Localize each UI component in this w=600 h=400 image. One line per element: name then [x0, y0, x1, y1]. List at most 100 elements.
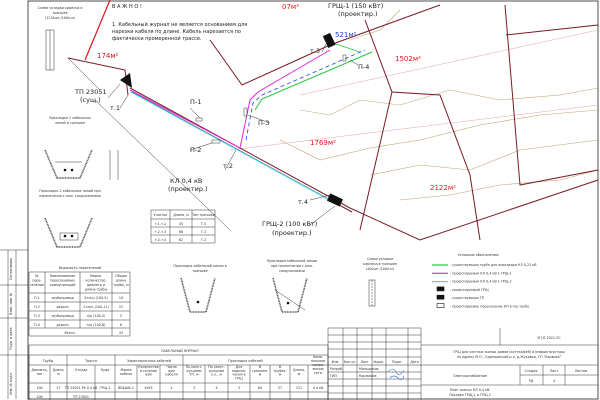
journal-column-header: напря-	[312, 363, 324, 367]
table-cell: 2×п/ц (100-5)	[84, 296, 108, 300]
journal-cell: 3	[238, 386, 240, 390]
rev-header: Подп.	[392, 360, 402, 364]
journal-cell: 27	[56, 386, 60, 390]
rev-header: Изм.	[332, 360, 340, 364]
table-header: трубы, м	[113, 283, 129, 287]
journal-column-header: Длина,	[293, 368, 305, 372]
journal-column-header: ТП, м	[188, 373, 199, 377]
table-header: длина	[116, 279, 127, 283]
grsh2-symbol	[326, 193, 344, 207]
crossing-label: П-4	[358, 63, 369, 71]
table-cell: П-4	[34, 323, 40, 327]
role-label: Разраб.	[330, 367, 343, 371]
point-label: т.1	[110, 104, 120, 112]
trench-sketches	[44, 29, 376, 313]
table-cell: п/ц (100-6)	[87, 323, 106, 327]
brick-scheme-caption: Схема укладки кирпича в	[38, 6, 83, 10]
legend-swatch	[436, 303, 445, 308]
legend-item: - проектируемый ГРЩ	[450, 288, 489, 292]
crossing-label: П-3	[258, 119, 269, 127]
point-label: т.2	[223, 162, 233, 170]
journal-cell: 3	[193, 386, 195, 390]
tp-symbol	[120, 73, 132, 88]
legend-swatch	[436, 294, 445, 300]
table-cell: 10	[119, 296, 123, 300]
brick-scheme-caption: (1234шт./100п.м)	[45, 16, 75, 20]
table-header: количество,	[86, 279, 107, 283]
journal-column-header: подклю-	[232, 369, 247, 373]
cable-route-grsh1	[129, 89, 241, 149]
trench-caption: сооружениями	[279, 269, 305, 273]
area-label: 521м²	[335, 31, 357, 39]
area-label: 174м²	[97, 52, 119, 60]
journal-column-header: В	[279, 365, 282, 369]
table-cell: 22	[119, 305, 123, 309]
legend-title: Условные обозначения:	[458, 253, 499, 257]
crossings-table: Ведомость пересечений№пере-сеченияНаимен…	[28, 266, 131, 337]
project-title: ГРЩ для частных жилых домов (коттеджей) …	[453, 350, 565, 354]
journal-group: Трубы	[42, 359, 54, 363]
table-cell: 5	[120, 314, 122, 318]
table-cell: П-1	[34, 296, 40, 300]
legend-swatch	[436, 286, 445, 292]
rev-header: Кол.уч.	[344, 360, 356, 364]
journal-column-header: рукциям	[187, 369, 202, 373]
table-header: Длина, м	[173, 213, 189, 217]
journal-group: Характеристика кабелей	[127, 359, 171, 363]
sheet-header: Лист	[550, 369, 558, 373]
legend: Условные обозначения:- существующая труб…	[432, 253, 537, 309]
journal-cell: 100	[36, 386, 42, 390]
grsh1-symbol	[322, 32, 336, 49]
journal-column-header: В	[259, 365, 262, 369]
trench-caption: траншее	[192, 269, 207, 273]
sheet-value: 4	[553, 379, 555, 383]
journal-column-header: м	[259, 373, 262, 377]
journal-column-header: Откуда	[75, 368, 88, 372]
table-header: диаметр и	[87, 283, 105, 287]
important-title: В А Ж Н О !	[112, 4, 142, 10]
table-cell: П-3	[34, 314, 40, 318]
journal-column-header: траншее,	[252, 369, 268, 373]
journal-column-header: и сечение	[140, 369, 157, 373]
journal-column-header: нальное	[311, 359, 325, 363]
legend-item: - проектируемое пересечение КЛ в п/ц тру…	[450, 305, 529, 309]
journal-column-header: трубах,	[273, 369, 286, 373]
table-header: сечения	[30, 283, 44, 287]
journal-group: Трасса	[84, 359, 97, 363]
person-name: Мальцинов	[359, 367, 378, 371]
signature	[387, 368, 405, 380]
table-cell: 45	[179, 222, 183, 226]
important-note: 1. Кабельный журнал не является основани…	[112, 21, 247, 28]
journal-column-header: По конст-	[208, 365, 225, 369]
table-header: Общая	[115, 274, 127, 278]
trench-caption: Прокладка кабельной линии	[267, 259, 317, 263]
table-cell: т.2-т.4	[155, 238, 166, 242]
sheet-title: Посадка ГРЩ-1 и ГРЩ-2	[449, 393, 491, 397]
journal-cell: 4	[215, 386, 217, 390]
journal-column-header: ГРЩ	[235, 376, 243, 380]
role-label: ГИП	[330, 374, 337, 378]
section-title: Электроснабжение	[453, 374, 487, 378]
journal-column-header: рукциям	[209, 369, 224, 373]
kl-label: (проектир.)	[168, 185, 208, 193]
journal-column-header: кабеля	[165, 373, 177, 377]
side-stamp-label: Инв. № подл.	[9, 372, 13, 395]
journal-column-header: Число	[166, 365, 176, 369]
side-stamp-label: Согласовано	[9, 258, 13, 280]
journal-cell: 4х95	[144, 386, 152, 390]
grsh2-label: (проектир.)	[272, 229, 312, 237]
table-cell: дорога	[56, 305, 68, 309]
journal-cell: 4	[170, 386, 172, 390]
table-header: Тип траншеи	[191, 213, 215, 217]
journal-column-header: жил	[145, 373, 152, 377]
journal-column-header: м	[298, 372, 301, 376]
table-cell: дорога	[56, 323, 68, 327]
table-cell: 66	[179, 230, 183, 234]
tp-label: ТП 23051	[74, 88, 107, 96]
table-cell: трубопровод	[51, 314, 74, 318]
table-title: Ведомость пересечений	[59, 266, 101, 270]
